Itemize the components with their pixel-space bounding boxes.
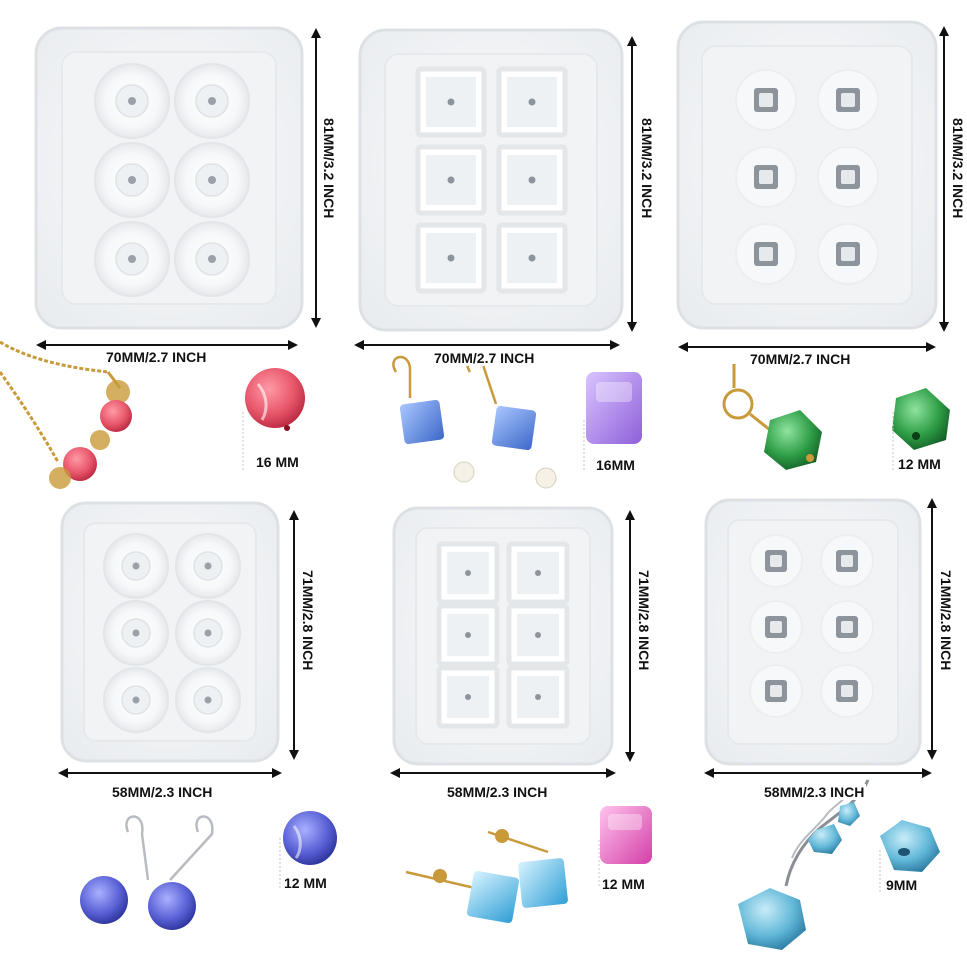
necklace-jewelry [0,340,132,489]
ice-cube-earrings [405,829,568,924]
dimension-arrows [36,26,949,778]
mold-faceted-large [676,20,938,330]
height-label-3: 81MM/3.2 INCH [950,116,966,221]
blue-earrings [80,815,214,930]
mold-round-small [60,501,280,763]
mold-round-large [34,26,304,330]
red-round-bead [245,368,305,431]
bead-size-6: 9MM [886,877,918,893]
height-label-4: 71MM/2.8 INCH [300,568,316,673]
width-label-1: 70MM/2.7 INCH [104,349,209,365]
purple-cube-bead [586,372,642,444]
width-label-6: 58MM/2.3 INCH [762,784,867,800]
bead-size-3: 12 MM [898,456,941,472]
width-label-2: 70MM/2.7 INCH [432,350,537,366]
mold-cube-large [358,28,624,332]
height-label-5: 71MM/2.8 INCH [636,568,652,673]
mold-cube-small [392,506,614,766]
width-label-5: 58MM/2.3 INCH [445,784,550,800]
cube-earrings [392,355,557,489]
size-guides [242,412,894,892]
aqua-faceted-bead [880,820,940,872]
width-label-4: 58MM/2.3 INCH [110,784,215,800]
height-label-1: 81MM/3.2 INCH [321,116,337,221]
pink-cube-bead [600,806,652,864]
height-label-6: 71MM/2.8 INCH [938,568,954,673]
bead-size-1: 16 MM [256,454,299,470]
bead-size-2: 16MM [596,457,635,473]
blue-round-bead [283,811,337,865]
green-faceted-bead [892,388,950,450]
width-label-3: 70MM/2.7 INCH [748,351,853,367]
green-pendant [722,364,822,470]
wire-wrapped-pendant [738,779,870,950]
bead-size-5: 12 MM [602,876,645,892]
bead-size-4: 12 MM [284,875,327,891]
height-label-2: 81MM/3.2 INCH [639,116,655,221]
mold-faceted-small [704,498,922,766]
